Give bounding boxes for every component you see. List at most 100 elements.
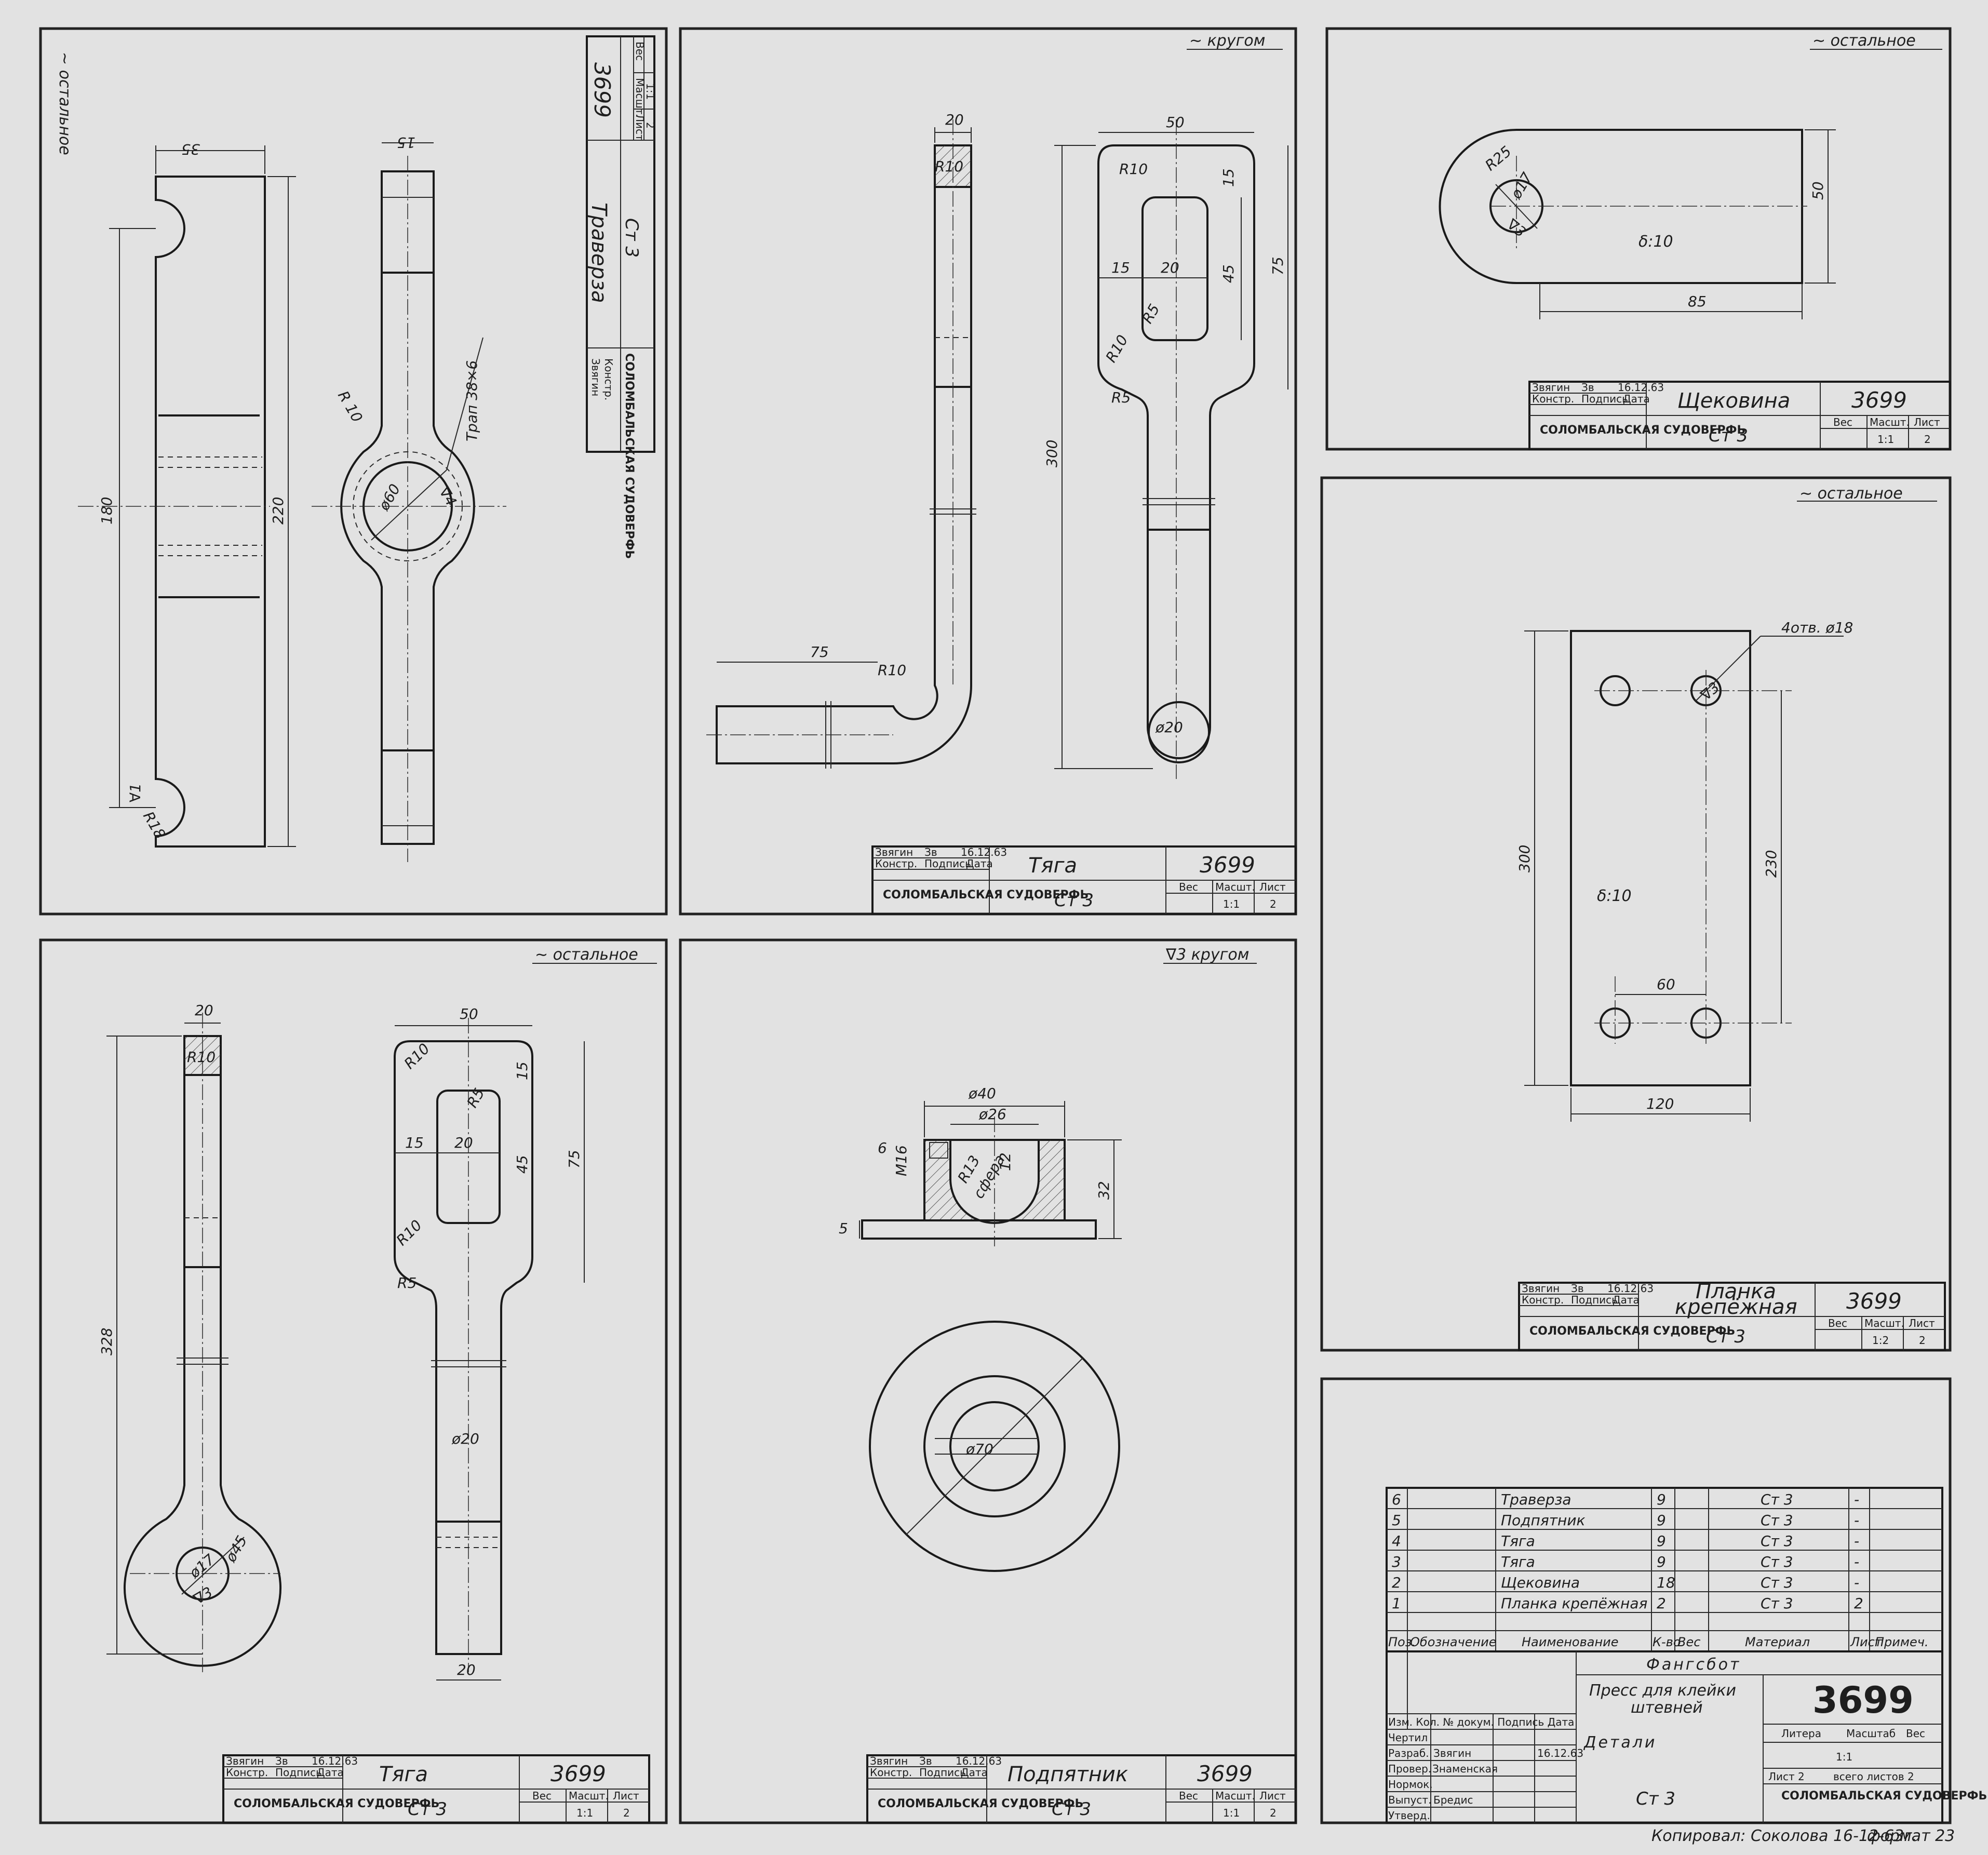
svg-text:Ст 3: Ст 3	[1761, 1512, 1793, 1529]
sheet-assembly: 6 Траверза 9 Ст 3 - 5 Подпятник 9 Ст 3 -…	[1386, 1487, 1987, 1845]
svg-text:Констр.: Констр.	[870, 1766, 912, 1779]
svg-text:∼ остальное: ∼ остальное	[1812, 32, 1916, 50]
svg-text:Масшт.: Масшт.	[569, 1790, 609, 1802]
svg-text:Масшт.: Масшт.	[1870, 416, 1910, 428]
svg-text:СОЛОМБАЛЬСКАЯ СУДОВЕРФЬ: СОЛОМБАЛЬСКАЯ СУДОВЕРФЬ	[883, 889, 1089, 902]
svg-text:M16: M16	[893, 1145, 910, 1176]
svg-text:Лист: Лист	[1909, 1317, 1935, 1329]
svg-text:Изм. Кол. № докум. Подпись Дат: Изм. Кол. № докум. Подпись Дата	[1388, 1716, 1574, 1728]
svg-text:Бредис: Бредис	[1433, 1794, 1473, 1806]
svg-text:Дата: Дата	[961, 1766, 988, 1779]
traverza-front-view	[340, 170, 475, 845]
sheet-shchekovina: ∼ остальное R25 ø17 ∇3 50 δ:10 85 Звягин	[1439, 32, 1951, 450]
svg-text:δ:10: δ:10	[1597, 887, 1632, 905]
svg-text:Звягин: Звягин	[1433, 1747, 1471, 1759]
svg-text:Детали: Детали	[1583, 1733, 1657, 1752]
svg-text:СОЛОМБАЛЬСКАЯ СУДОВЕРФЬ: СОЛОМБАЛЬСКАЯ СУДОВЕРФЬ	[878, 1797, 1083, 1810]
svg-text:К-во: К-во	[1653, 1635, 1681, 1649]
svg-text:Ст 3: Ст 3	[1761, 1553, 1793, 1570]
traverza-title-block: 3699 Траверза Ст 3 Вес Масшт. Лист 1:1 2…	[586, 35, 656, 559]
svg-text:2: 2	[1657, 1595, 1666, 1612]
sheet-planka: ∼ остальное 4отв. ø18 ∇3 300 230 δ:10 60…	[1516, 485, 1946, 1351]
svg-text:Подпятник: Подпятник	[1008, 1763, 1128, 1786]
svg-text:50: 50	[460, 1005, 478, 1023]
svg-text:Наименование: Наименование	[1522, 1635, 1619, 1649]
svg-text:Звягин: Звягин	[226, 1755, 264, 1767]
svg-text:Провер.: Провер.	[1388, 1763, 1431, 1775]
svg-text:3699: 3699	[1851, 387, 1907, 413]
svg-text:1: 1	[1392, 1595, 1401, 1612]
svg-text:18: 18	[1657, 1574, 1675, 1591]
svg-text:СОЛОМБАЛЬСКАЯ СУДОВЕРФЬ: СОЛОМБАЛЬСКАЯ СУДОВЕРФЬ	[623, 353, 636, 559]
svg-text:R5: R5	[463, 1085, 488, 1111]
svg-text:3699: 3699	[1812, 1679, 1914, 1722]
svg-text:Констр.: Констр.	[875, 857, 917, 870]
svg-text:1:1: 1:1	[644, 83, 656, 100]
svg-text:16.12.63: 16.12.63	[312, 1755, 358, 1767]
svg-text:5: 5	[1392, 1512, 1401, 1529]
svg-text:3699: 3699	[1846, 1288, 1902, 1314]
svg-text:Ст 3: Ст 3	[1709, 425, 1748, 446]
svg-text:230: 230	[1763, 850, 1780, 878]
svg-text:-: -	[1854, 1574, 1859, 1591]
svg-text:Лист: Лист	[613, 1790, 639, 1802]
svg-text:Зв: Зв	[1581, 381, 1594, 394]
main-title-block: Изм. Кол. № докум. Подпись Дата Чертил Р…	[1386, 1650, 1987, 1824]
svg-text:Траверза: Траверза	[1501, 1491, 1571, 1508]
svg-text:Тяга: Тяга	[1501, 1533, 1535, 1550]
svg-text:16.12.63: 16.12.63	[1607, 1282, 1654, 1295]
svg-text:75: 75	[810, 643, 829, 661]
svg-text:2: 2	[1854, 1595, 1863, 1612]
svg-text:Литера: Литера	[1781, 1727, 1821, 1740]
svg-text:R5: R5	[1111, 389, 1131, 406]
svg-text:3699: 3699	[1197, 1761, 1253, 1786]
svg-text:R10: R10	[878, 662, 906, 679]
svg-text:Лист: Лист	[634, 114, 646, 141]
svg-text:3699: 3699	[550, 1761, 606, 1786]
svg-text:2: 2	[644, 122, 656, 129]
svg-text:1:1: 1:1	[1223, 898, 1240, 910]
svg-text:20: 20	[195, 1002, 213, 1019]
svg-text:3699: 3699	[589, 62, 615, 118]
svg-text:R10: R10	[1102, 332, 1131, 365]
svg-text:Подпись: Подпись	[1581, 393, 1628, 405]
svg-text:Ст 3: Ст 3	[408, 1799, 447, 1820]
svg-text:R10: R10	[401, 1040, 433, 1072]
svg-text:1:1: 1:1	[576, 1807, 593, 1819]
svg-text:15: 15	[405, 1134, 424, 1151]
svg-text:Звягин: Звягин	[1532, 381, 1570, 394]
svg-text:R18: R18	[140, 809, 169, 842]
svg-text:2: 2	[1270, 1807, 1277, 1819]
svg-text:Нормок.: Нормок.	[1388, 1778, 1433, 1791]
svg-text:Ст 3: Ст 3	[1052, 1799, 1091, 1820]
svg-text:120: 120	[1646, 1095, 1674, 1112]
svg-text:6: 6	[878, 1139, 887, 1157]
svg-text:Тяга: Тяга	[1028, 854, 1077, 878]
sheet-traverza: ∼ остальное 35 180 220 ∀1 R18	[56, 35, 656, 862]
svg-text:Подпись: Подпись	[919, 1766, 966, 1779]
svg-text:180: 180	[98, 497, 115, 525]
svg-text:ø20: ø20	[451, 1430, 479, 1447]
planka-title-block: Звягин Констр. Зв 16.12.63 Подпись Дата …	[1518, 1280, 1946, 1351]
sheet-podpyatnik: ∇3 кругом ø40 ø26 6 M16 R13 сфера 12 32 …	[839, 946, 1297, 1824]
svg-text:∇3 кругом: ∇3 кругом	[1165, 946, 1249, 964]
svg-text:R25: R25	[1482, 143, 1514, 174]
svg-text:-: -	[1854, 1553, 1859, 1570]
frame-podpyatnik	[679, 938, 1297, 1824]
svg-text:85: 85	[1688, 293, 1707, 310]
svg-text:50: 50	[1809, 181, 1826, 200]
frame-tyaga-top	[679, 27, 1297, 916]
tyaga-bottom-title-block: Звягин Констр. Зв 16.12.63 Подпись Дата …	[222, 1754, 650, 1824]
svg-text:Зв: Зв	[275, 1755, 288, 1767]
frame-tyaga-bottom	[39, 938, 668, 1824]
svg-text:Ст 3: Ст 3	[1706, 1326, 1745, 1347]
svg-text:2: 2	[1392, 1574, 1401, 1591]
svg-text:1:1: 1:1	[1836, 1751, 1852, 1763]
svg-text:Ст 3: Ст 3	[1761, 1533, 1793, 1550]
svg-text:Констр.: Констр.	[602, 358, 615, 400]
svg-text:Масштаб: Масштаб	[1846, 1727, 1896, 1740]
svg-text:всего листов 2: всего листов 2	[1833, 1770, 1914, 1783]
svg-text:35: 35	[181, 141, 200, 158]
svg-text:Звягин: Звягин	[589, 358, 602, 396]
